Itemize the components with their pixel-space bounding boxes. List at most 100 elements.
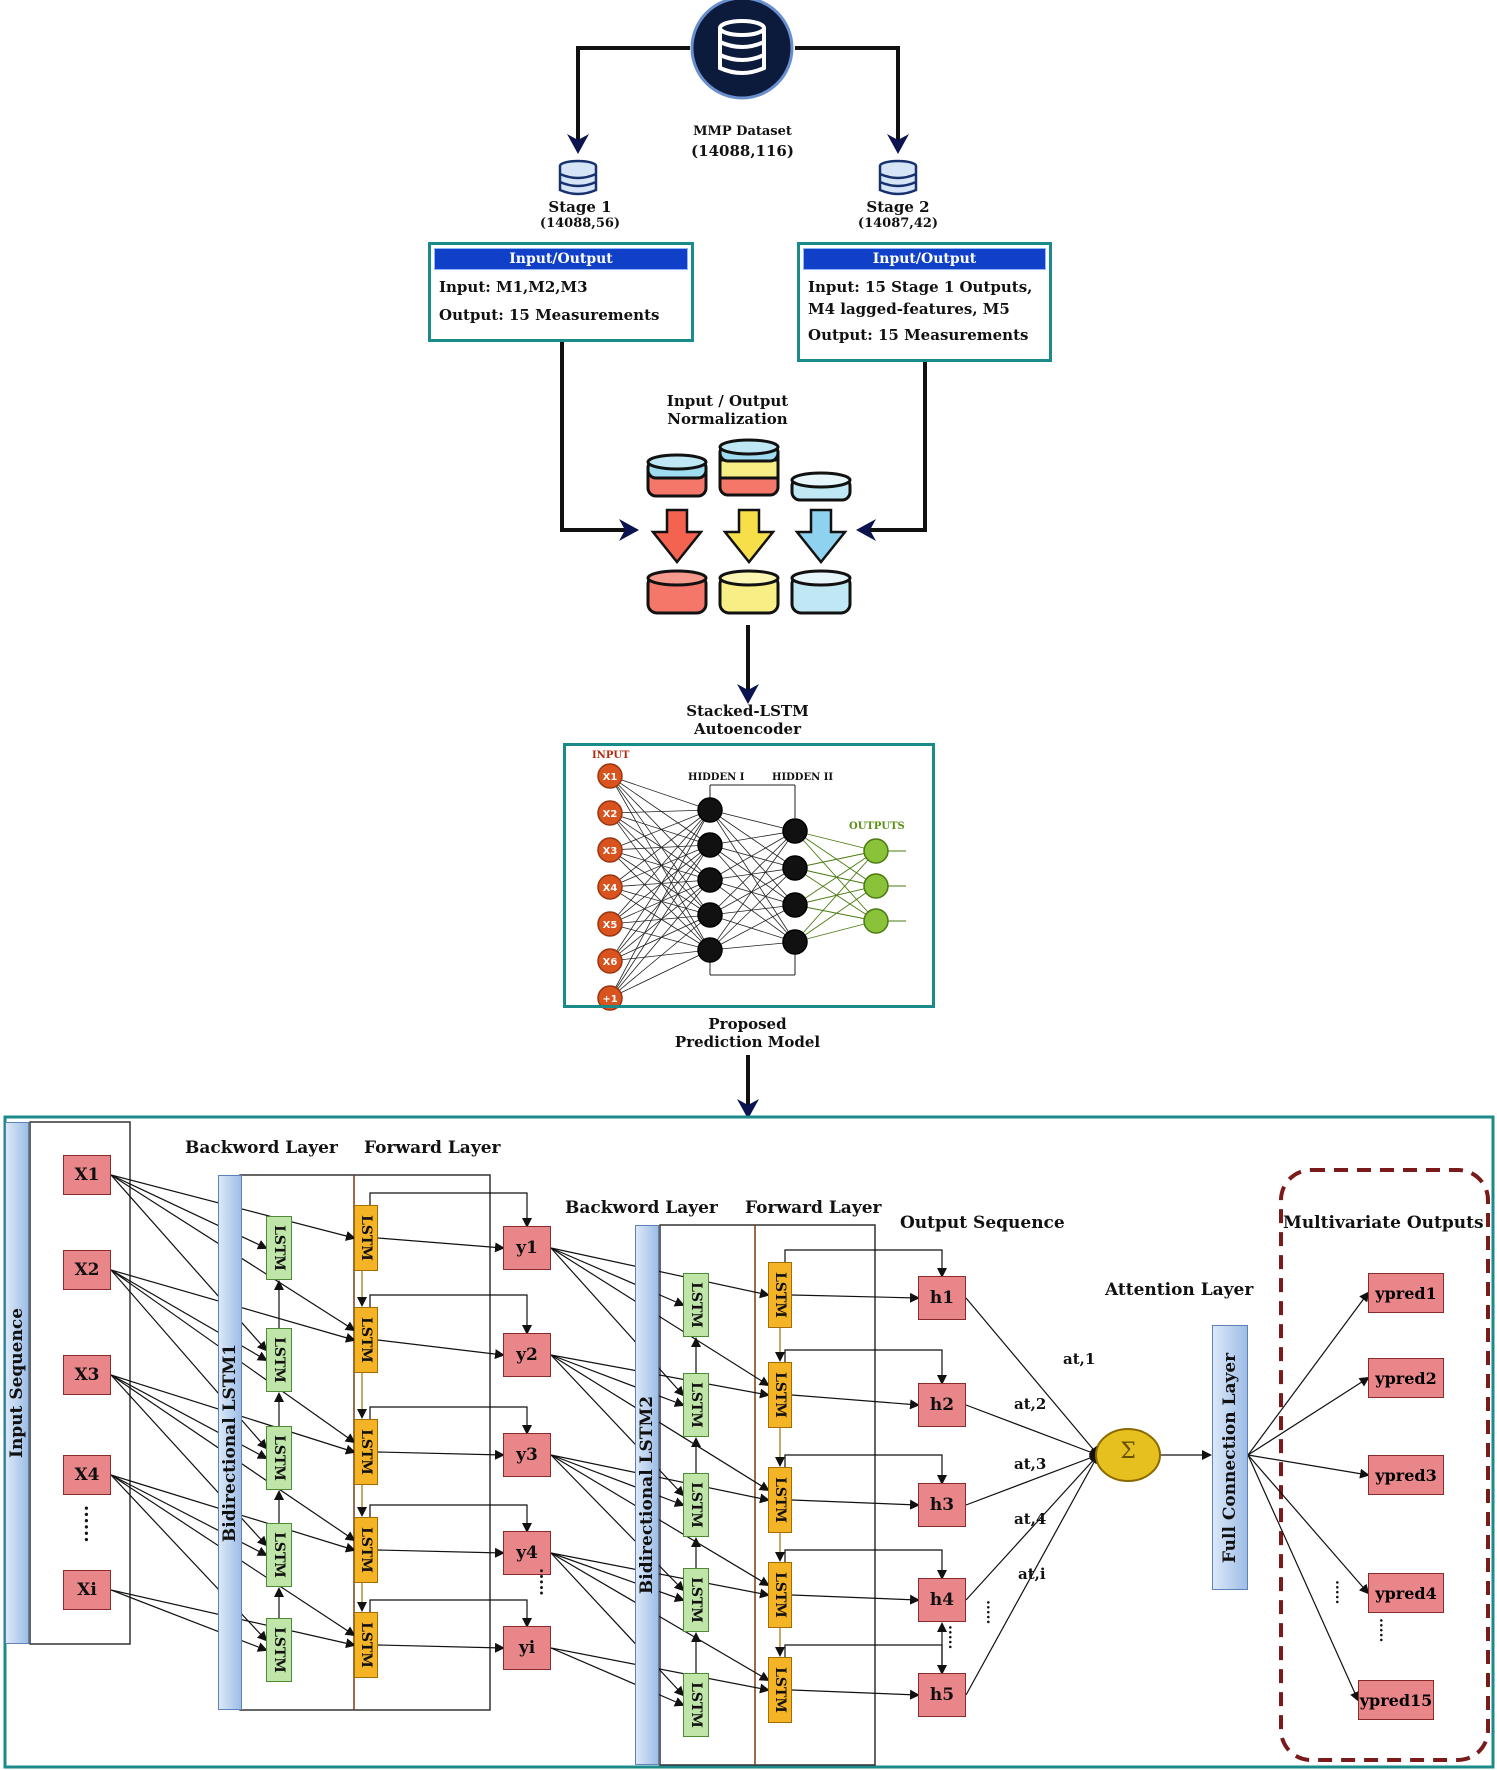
lstm2-backward-cell: LSTM bbox=[683, 1373, 709, 1437]
output-sequence-label: Output Sequence bbox=[900, 1213, 1065, 1233]
attention-weight-1: at,1 bbox=[1063, 1350, 1096, 1368]
ae-hidden2-node bbox=[782, 855, 808, 881]
y-node-1: y1 bbox=[503, 1226, 551, 1270]
lstm-label: LSTM bbox=[358, 1317, 374, 1363]
normalization-arrows bbox=[650, 508, 848, 565]
lstm-label: LSTM bbox=[688, 1282, 704, 1328]
ae-hidden1-node bbox=[697, 902, 723, 928]
bilstm2-bar: Bidirectional LSTM2 bbox=[635, 1225, 659, 1765]
input-sequence-bar: Input Sequence bbox=[5, 1122, 29, 1644]
attention-ellipsis: ..... bbox=[983, 1600, 999, 1625]
lstm1-backward-cell: LSTM bbox=[266, 1523, 292, 1587]
lstm-label: LSTM bbox=[271, 1435, 287, 1481]
attention-weight-2: at,2 bbox=[1014, 1395, 1047, 1413]
stage2-output: Output: 15 Measurements bbox=[808, 326, 1029, 344]
backword-layer-2: Backword Layer bbox=[565, 1198, 718, 1218]
lstm-label: LSTM bbox=[271, 1627, 287, 1673]
ae-output-node bbox=[863, 873, 889, 899]
lstm-label: LSTM bbox=[688, 1577, 704, 1623]
lstm-label: LSTM bbox=[271, 1337, 287, 1383]
full-connection-label: Full Connection Layer bbox=[1220, 1352, 1240, 1563]
lstm1-forward-cell: LSTM bbox=[354, 1307, 378, 1373]
lstm1-backward-cell: LSTM bbox=[266, 1618, 292, 1682]
y-node-5: yi bbox=[503, 1626, 551, 1670]
stage1-title: Stage 1 bbox=[548, 198, 612, 216]
ae-hidden1-node bbox=[697, 867, 723, 893]
stage1-db-icon bbox=[558, 159, 598, 196]
h-ellipsis: ..... bbox=[945, 1625, 961, 1650]
lstm2-forward-cell: LSTM bbox=[768, 1657, 792, 1723]
attention-weight-5: at,i bbox=[1018, 1565, 1046, 1583]
normalization-line1: Input / Output bbox=[666, 392, 789, 410]
ae-input-node-label: X2 bbox=[603, 809, 618, 820]
lstm1-forward-cell: LSTM bbox=[354, 1205, 378, 1271]
lstm-label: LSTM bbox=[358, 1215, 374, 1261]
lstm-label: LSTM bbox=[688, 1382, 704, 1428]
stage1-input: Input: M1,M2,M3 bbox=[439, 278, 588, 296]
lstm-label: LSTM bbox=[688, 1482, 704, 1528]
lstm-label: LSTM bbox=[772, 1272, 788, 1318]
lstm-label: LSTM bbox=[271, 1532, 287, 1578]
lstm2-forward-cell: LSTM bbox=[768, 1362, 792, 1428]
ae-hidden1-node bbox=[697, 797, 723, 823]
y-node-3: y3 bbox=[503, 1433, 551, 1477]
ae-input-node-label: X6 bbox=[603, 957, 618, 968]
stage2-input-line1: Input: 15 Stage 1 Outputs, bbox=[808, 278, 1033, 296]
stage1-io-box: Input/Output Input: M1,M2,M3 Output: 15 … bbox=[428, 242, 694, 342]
ae-hidden2-node bbox=[782, 892, 808, 918]
sum-symbol: Σ bbox=[1120, 1439, 1136, 1464]
y-ellipsis: ..... bbox=[536, 1568, 555, 1596]
lstm2-backward-cell: LSTM bbox=[683, 1473, 709, 1537]
lstm1-backward-cell: LSTM bbox=[266, 1426, 292, 1490]
ae-hidden1-label: HIDDEN I bbox=[688, 772, 745, 783]
ae-hidden1-node bbox=[697, 937, 723, 963]
ae-input-label: INPUT bbox=[592, 750, 630, 761]
ypred-node-2: ypred2 bbox=[1368, 1358, 1444, 1398]
lstm1-forward-cell: LSTM bbox=[354, 1612, 378, 1678]
lstm-label: LSTM bbox=[688, 1682, 704, 1728]
ae-hidden2-node bbox=[782, 818, 808, 844]
input-node-1: X1 bbox=[63, 1155, 111, 1195]
proposed-line2: Prediction Model bbox=[674, 1033, 821, 1051]
normalization-line2: Normalization bbox=[667, 410, 788, 428]
bilstm1-bar: Bidirectional LSTM1 bbox=[218, 1175, 242, 1710]
ypred-node-5: ypred15 bbox=[1358, 1680, 1434, 1720]
h-node-1: h1 bbox=[918, 1276, 966, 1320]
attention-weight-3: at,3 bbox=[1014, 1455, 1047, 1473]
y-node-4: y4 bbox=[503, 1531, 551, 1575]
bilstm2-label: Bidirectional LSTM2 bbox=[637, 1395, 657, 1595]
ae-hidden2-label: HIDDEN II bbox=[772, 772, 834, 783]
ypred-node-3: ypred3 bbox=[1368, 1455, 1444, 1495]
lstm-label: LSTM bbox=[772, 1667, 788, 1713]
attention-sum-node bbox=[1095, 1428, 1161, 1482]
lstm-label: LSTM bbox=[772, 1572, 788, 1618]
dataset-title: MMP Dataset bbox=[693, 124, 792, 139]
ae-input-node bbox=[597, 763, 623, 789]
ypred-node-4: ypred4 bbox=[1368, 1573, 1444, 1613]
dataset-shape: (14088,116) bbox=[691, 142, 794, 160]
lstm2-forward-cell: LSTM bbox=[768, 1262, 792, 1328]
lstm-label: LSTM bbox=[772, 1372, 788, 1418]
normalization-db-top bbox=[646, 438, 852, 502]
model-connections bbox=[110, 1174, 1370, 1707]
ae-input-node bbox=[597, 874, 623, 900]
ae-input-node bbox=[597, 985, 623, 1011]
h-node-5: h5 bbox=[918, 1673, 966, 1717]
input-sequence-label: Input Sequence bbox=[7, 1307, 27, 1459]
multivariate-outputs-label: Multivariate Outputs bbox=[1283, 1213, 1484, 1233]
stage2-input-line2: M4 lagged-features, M5 bbox=[808, 300, 1010, 318]
ae-hidden1-node bbox=[697, 832, 723, 858]
stage2-db-icon bbox=[878, 159, 918, 196]
forward-layer-2: Forward Layer bbox=[745, 1198, 882, 1218]
pred-ellipsis-2: ..... bbox=[1376, 1618, 1392, 1643]
input-ellipsis: ...... bbox=[80, 1505, 101, 1543]
ae-input-node-label: +1 bbox=[602, 994, 617, 1005]
h-node-4: h4 bbox=[918, 1578, 966, 1622]
lstm2-backward-cell: LSTM bbox=[683, 1568, 709, 1632]
ae-input-node bbox=[597, 948, 623, 974]
lstm-label: LSTM bbox=[358, 1622, 374, 1668]
multivariate-frame bbox=[1279, 1168, 1490, 1762]
